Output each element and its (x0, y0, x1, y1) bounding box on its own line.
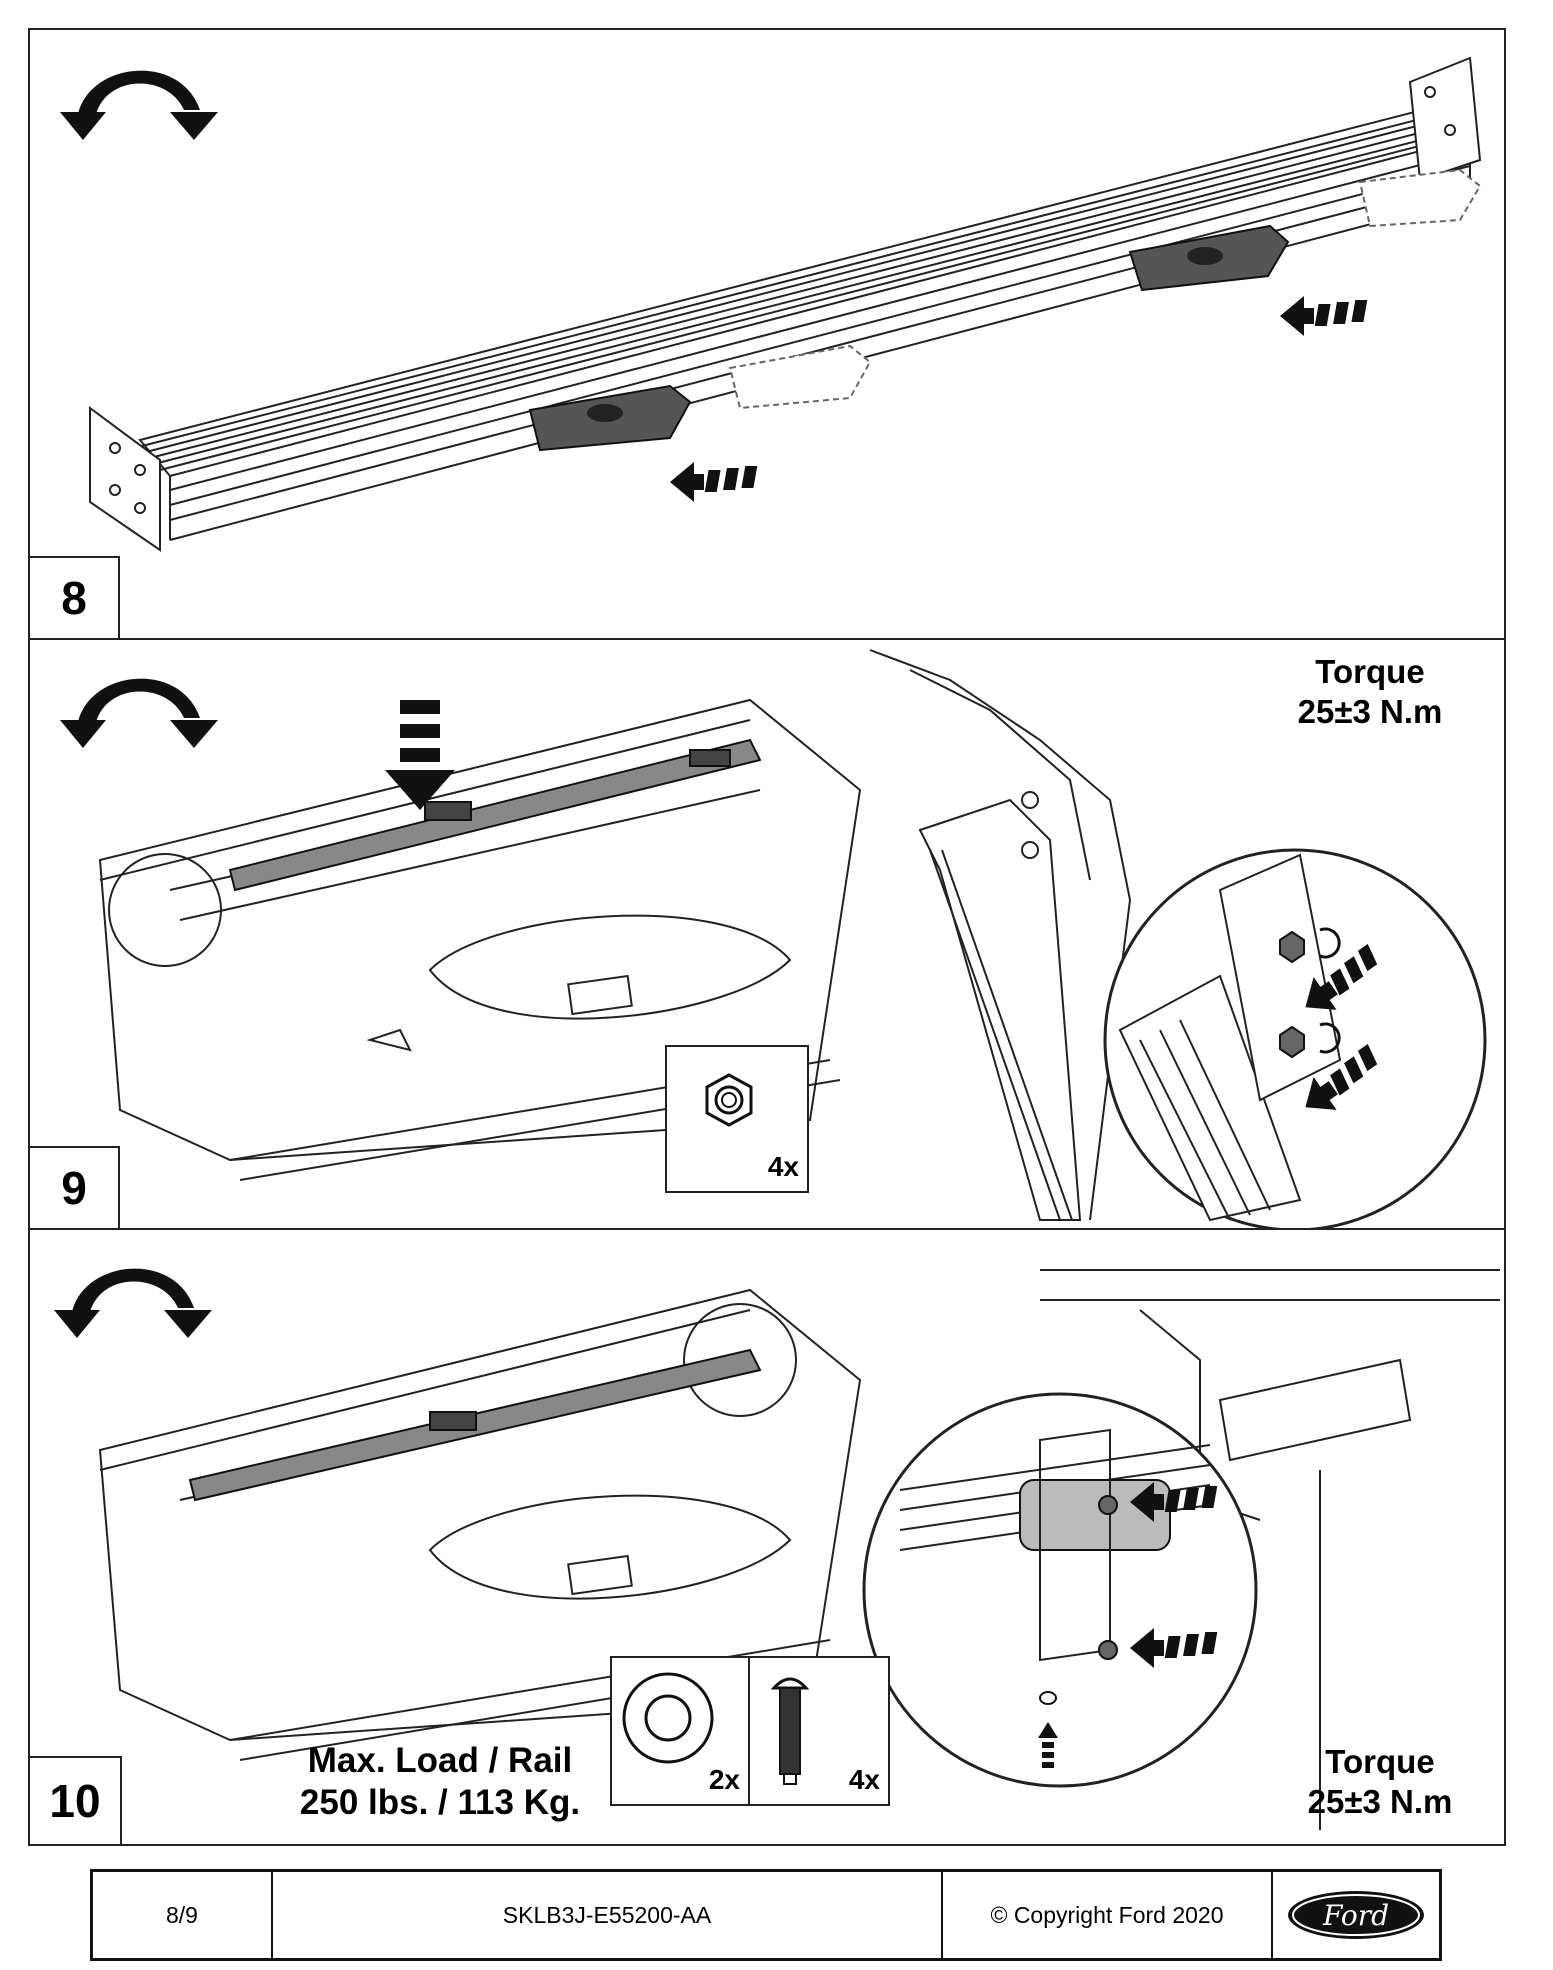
bolt-quantity: 4x (848, 1764, 880, 1795)
bolt-icon (770, 1677, 810, 1785)
step-8-panel: 8 (28, 28, 1506, 640)
washer-icon (622, 1672, 714, 1764)
tie-down-clamp-1 (528, 384, 692, 452)
down-arrow-icon (385, 700, 455, 810)
step-rail (89, 56, 1482, 552)
rotate-flip-icon (60, 678, 218, 748)
page-number: 8/9 (93, 1872, 273, 1958)
push-arrow-icon (1038, 1722, 1058, 1768)
document-footer: 8/9 SKLB3J-E55200-AA © Copyright Ford 20… (90, 1869, 1442, 1961)
ford-logo: Ford (1273, 1872, 1439, 1958)
tighten-arrow-icon (1319, 927, 1341, 1054)
step-10-panel: Max. Load / Rail 250 lbs. / 113 Kg. 2x 4… (28, 1228, 1506, 1846)
tie-down-clamp-2 (1128, 224, 1290, 292)
step-10-illustration (54, 1268, 1500, 1830)
washer-icon (1039, 1691, 1057, 1705)
push-arrow-icon (670, 462, 758, 502)
torque-label: Torque 25±3 N.m (1270, 1742, 1490, 1821)
push-arrow-icon (1280, 296, 1368, 336)
rail-in-bed (228, 738, 762, 892)
nut-quantity: 4x (767, 1151, 799, 1182)
part-number: SKLB3J-E55200-AA (273, 1872, 943, 1958)
hex-nut-icon (1279, 930, 1305, 1059)
bolt-icon (1098, 1495, 1118, 1660)
zoom-detail-circle (862, 1392, 1258, 1788)
rail-in-bed (188, 1348, 762, 1502)
torque-value: 25±3 N.m (1307, 1782, 1453, 1820)
clamp-ghost-position (728, 168, 1482, 410)
torque-value: 25±3 N.m (1297, 692, 1443, 730)
torque-label: Torque 25±3 N.m (1260, 652, 1480, 731)
ford-logo-text: Ford (1322, 1899, 1389, 1932)
washer-quantity: 2x (708, 1764, 740, 1795)
hex-nut-icon (705, 1073, 753, 1127)
max-load-value: 250 lbs. / 113 Kg. (299, 1783, 581, 1822)
copyright-notice: © Copyright Ford 2020 (943, 1872, 1273, 1958)
bracket-rear-view (1040, 1269, 1500, 1830)
torque-title: Torque (1315, 653, 1425, 690)
rotate-flip-icon (60, 70, 218, 140)
max-load-label: Max. Load / Rail 250 lbs. / 113 Kg. (250, 1740, 630, 1824)
step-number-10: 10 (30, 1756, 122, 1844)
step-number-9: 9 (30, 1146, 120, 1228)
rotate-flip-icon (54, 1268, 212, 1338)
hardware-washer-box: 2x (610, 1656, 750, 1806)
torque-title: Torque (1325, 1743, 1435, 1780)
step-9-illustration (60, 649, 1487, 1228)
hardware-nut-box: 4x (665, 1045, 809, 1193)
ford-oval-icon: Ford (1288, 1891, 1424, 1939)
bracket-side-view (869, 649, 1132, 1221)
hardware-bolt-box: 4x (748, 1656, 890, 1806)
max-load-title: Max. Load / Rail (307, 1741, 573, 1780)
step-number-8: 8 (30, 556, 120, 638)
step-9-panel: Torque 25±3 N.m 4x 9 (28, 638, 1506, 1230)
step-8-illustration (60, 56, 1482, 552)
